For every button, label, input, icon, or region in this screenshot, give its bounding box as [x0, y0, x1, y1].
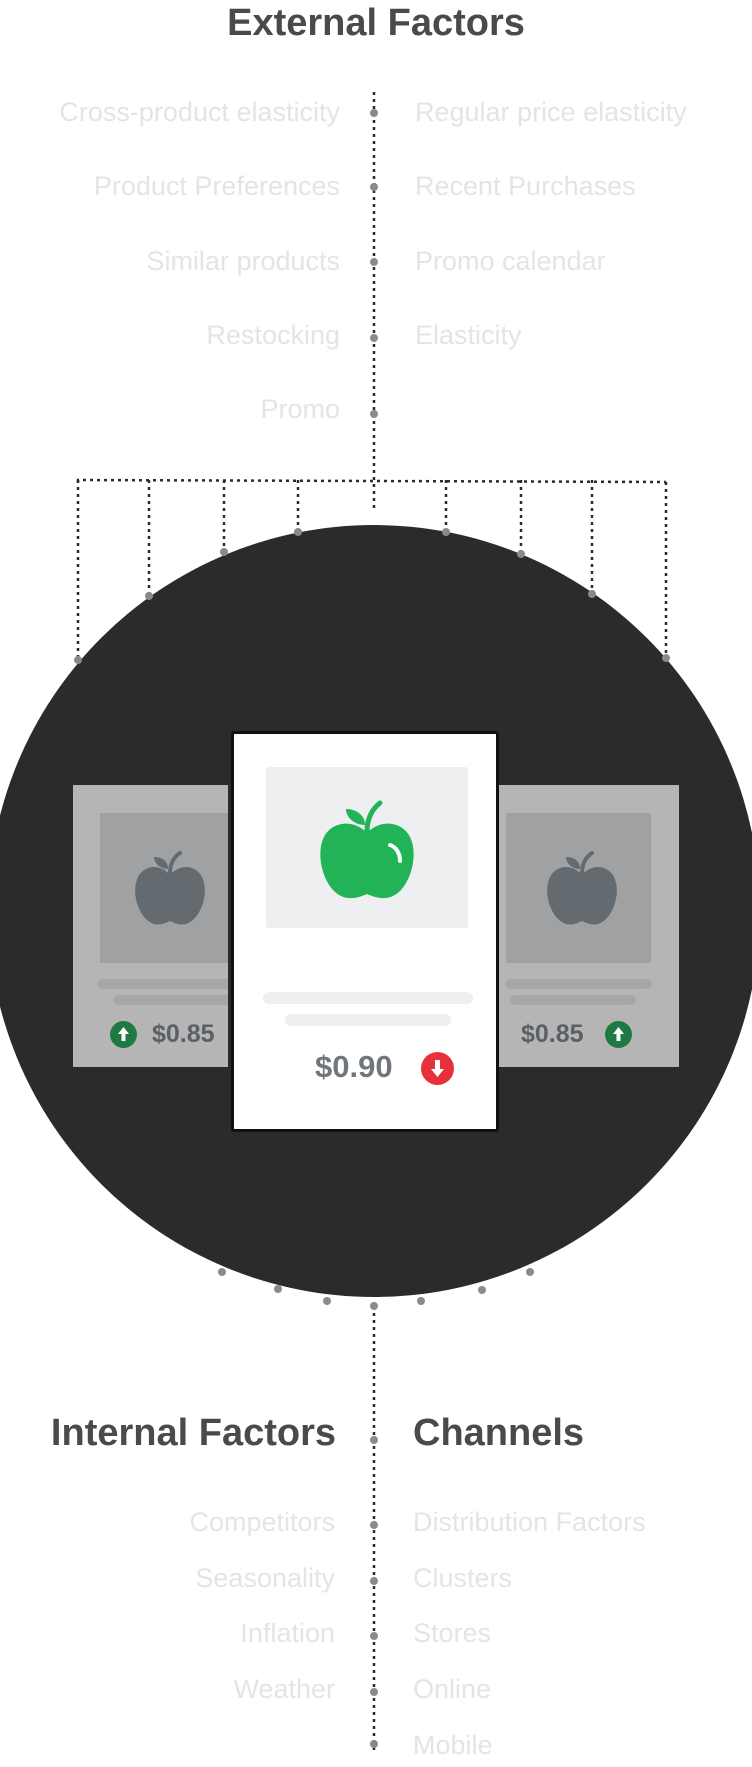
arrow-down-icon — [431, 1060, 444, 1077]
product-image-placeholder — [100, 813, 228, 963]
product-image-placeholder — [506, 813, 651, 963]
internal-factor: Weather — [233, 1674, 335, 1704]
card-price: $0.85 — [521, 1020, 584, 1048]
external-factor-right: Recent Purchases — [415, 171, 636, 201]
apple-icon — [320, 800, 414, 899]
arrow-up-icon — [118, 1027, 129, 1041]
external-factor-left: Restocking — [206, 320, 340, 350]
internal-factor: Competitors — [189, 1507, 335, 1537]
external-factors-title: External Factors — [227, 2, 525, 44]
channel-item: Mobile — [413, 1730, 493, 1760]
product-card-left: $0.85 — [73, 785, 228, 1067]
external-factor-right: Regular price elasticity — [415, 97, 687, 127]
trend-down-badge — [421, 1052, 454, 1085]
title-placeholder-line — [263, 992, 473, 1004]
arrow-up-icon — [613, 1027, 624, 1041]
internal-factors-title: Internal Factors — [50, 1412, 336, 1454]
channel-item: Clusters — [413, 1563, 513, 1593]
card-price: $0.90 — [315, 1049, 393, 1084]
drop-endpoints — [74, 528, 670, 664]
channel-item: Online — [413, 1674, 492, 1704]
title-placeholder-line — [97, 979, 228, 989]
external-factor-right: Promo calendar — [415, 246, 606, 276]
product-card-right: $0.85 — [498, 785, 679, 1067]
internal-factor: Inflation — [240, 1618, 335, 1648]
card-price: $0.85 — [152, 1020, 215, 1048]
bottom-spine-dots — [370, 1302, 378, 1748]
internal-factor: Seasonality — [195, 1563, 335, 1593]
subtitle-placeholder-line — [510, 995, 636, 1005]
product-card-center: $0.90 — [231, 731, 499, 1132]
channel-item: Distribution Factors — [413, 1507, 646, 1537]
external-factor-left: Promo — [260, 394, 340, 424]
external-factor-left: Product Preferences — [93, 171, 340, 201]
channel-item: Stores — [413, 1618, 492, 1648]
top-bus — [76, 478, 667, 484]
apple-icon — [135, 851, 205, 925]
external-factor-left: Cross-product elasticity — [59, 97, 340, 127]
external-factor-right: Elasticity — [415, 320, 522, 350]
product-image — [266, 767, 468, 928]
trend-up-badge — [110, 1021, 137, 1048]
title-placeholder-line — [506, 979, 652, 989]
top-drops — [76, 480, 668, 660]
external-factor-left: Similar products — [146, 246, 340, 276]
subtitle-placeholder-line — [285, 1014, 451, 1026]
subtitle-placeholder-line — [113, 995, 228, 1005]
bottom-arc-dots — [218, 1268, 534, 1305]
channels-title: Channels — [413, 1412, 585, 1454]
trend-up-badge — [605, 1021, 632, 1048]
apple-icon — [547, 851, 617, 925]
top-spine-dots — [370, 109, 378, 418]
